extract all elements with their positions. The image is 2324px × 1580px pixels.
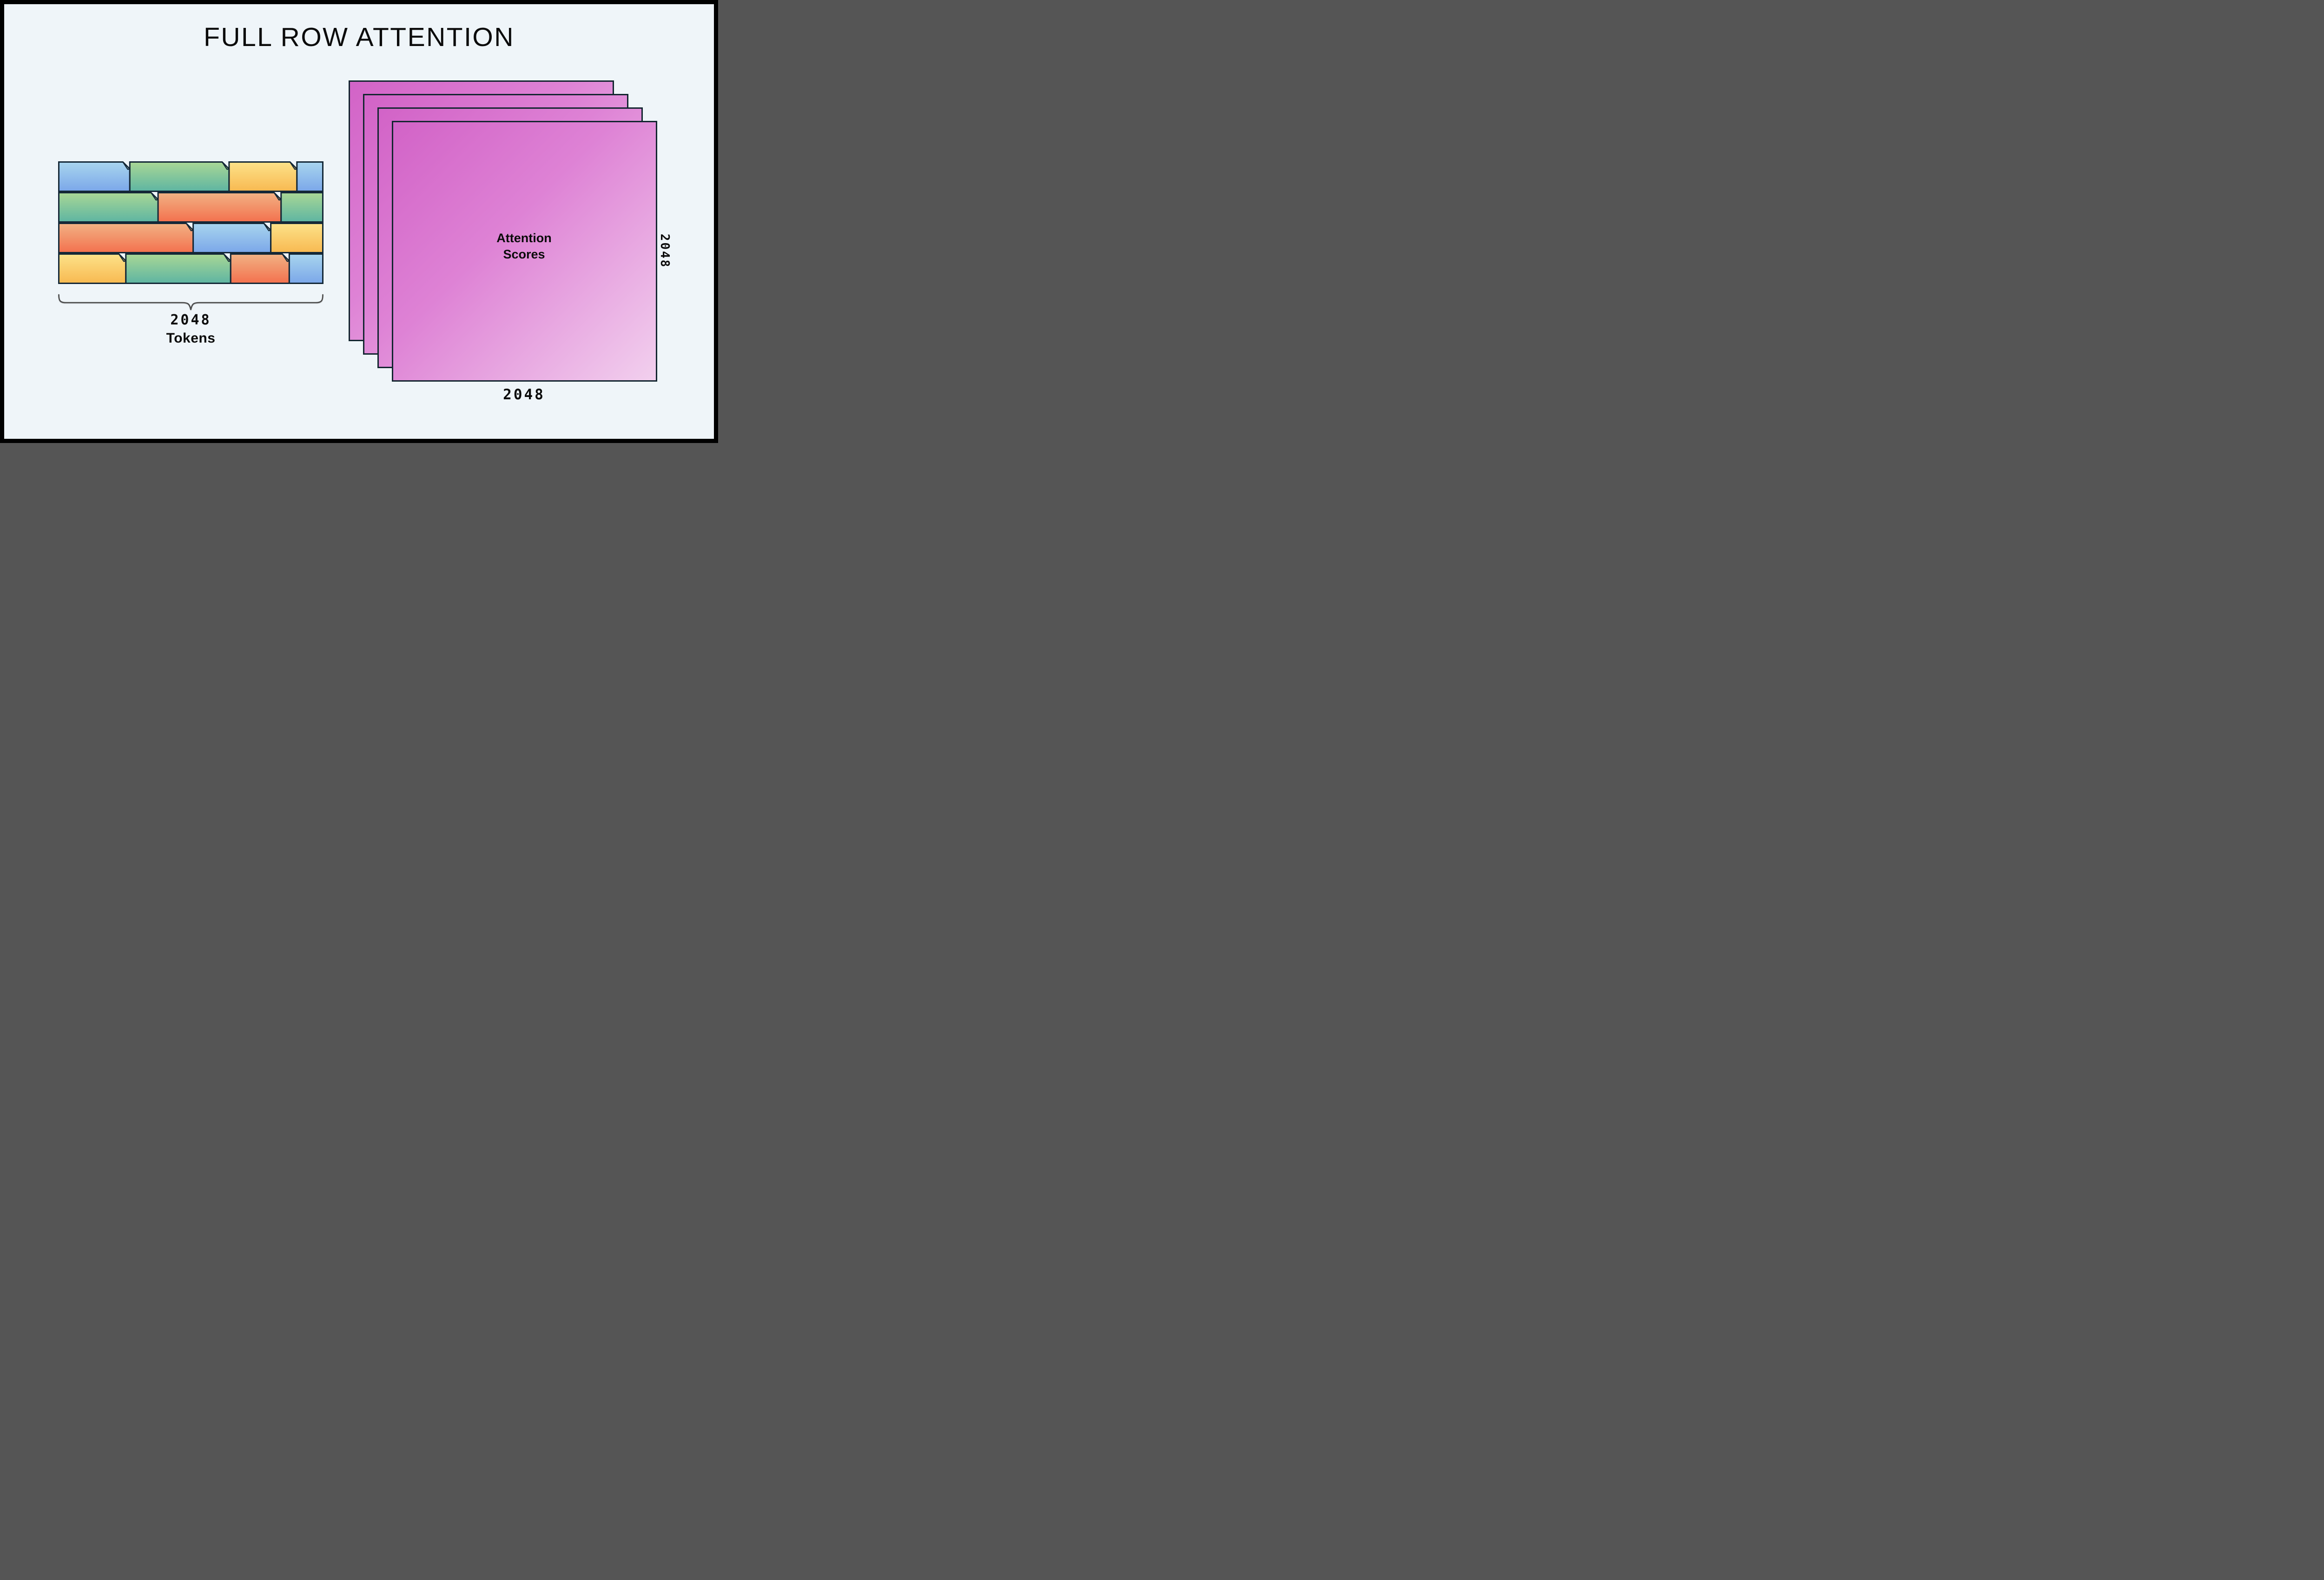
tokens-count-label: 2048 Tokens	[58, 311, 324, 348]
folded-corner-icon	[263, 223, 271, 231]
token-block-yellow	[58, 253, 127, 284]
token-block-orange	[230, 253, 290, 284]
page-title: FULL ROW ATTENTION	[204, 22, 515, 52]
matrix-width-label: 2048	[503, 386, 545, 403]
attention-scores-label-line1: Attention	[496, 231, 552, 245]
attention-matrix-front	[391, 121, 657, 382]
token-block-yellow	[270, 223, 324, 253]
folded-corner-icon	[185, 223, 194, 231]
token-block-green	[58, 192, 159, 223]
token-block-green	[129, 161, 230, 192]
tokens-count-value: 2048	[170, 312, 211, 328]
token-block-green	[125, 253, 231, 284]
folded-corner-icon	[223, 253, 231, 262]
diagram-page: FULL ROW ATTENTION 2048 Tokens Attention…	[0, 0, 718, 443]
folded-corner-icon	[118, 253, 126, 262]
folded-corner-icon	[150, 192, 159, 201]
folded-corner-icon	[282, 253, 290, 262]
folded-corner-icon	[221, 161, 230, 170]
token-block-blue	[288, 253, 324, 284]
brace-icon	[58, 294, 324, 310]
attention-scores-label: Attention Scores	[391, 230, 657, 263]
token-block-green	[280, 192, 324, 223]
folded-corner-icon	[289, 161, 297, 170]
folded-corner-icon	[273, 192, 282, 201]
token-block-orange	[58, 223, 194, 253]
tokens-count-unit: Tokens	[166, 331, 216, 346]
matrix-height-label: 2048	[658, 233, 672, 269]
folded-corner-icon	[122, 161, 131, 170]
token-block-orange	[157, 192, 282, 223]
brace-curve	[58, 294, 324, 310]
token-block-blue	[296, 161, 324, 192]
attention-scores-label-line2: Scores	[503, 247, 545, 261]
token-block-blue	[58, 161, 131, 192]
token-block-blue	[192, 223, 272, 253]
token-blocks-figure	[58, 161, 324, 284]
token-block-yellow	[228, 161, 298, 192]
